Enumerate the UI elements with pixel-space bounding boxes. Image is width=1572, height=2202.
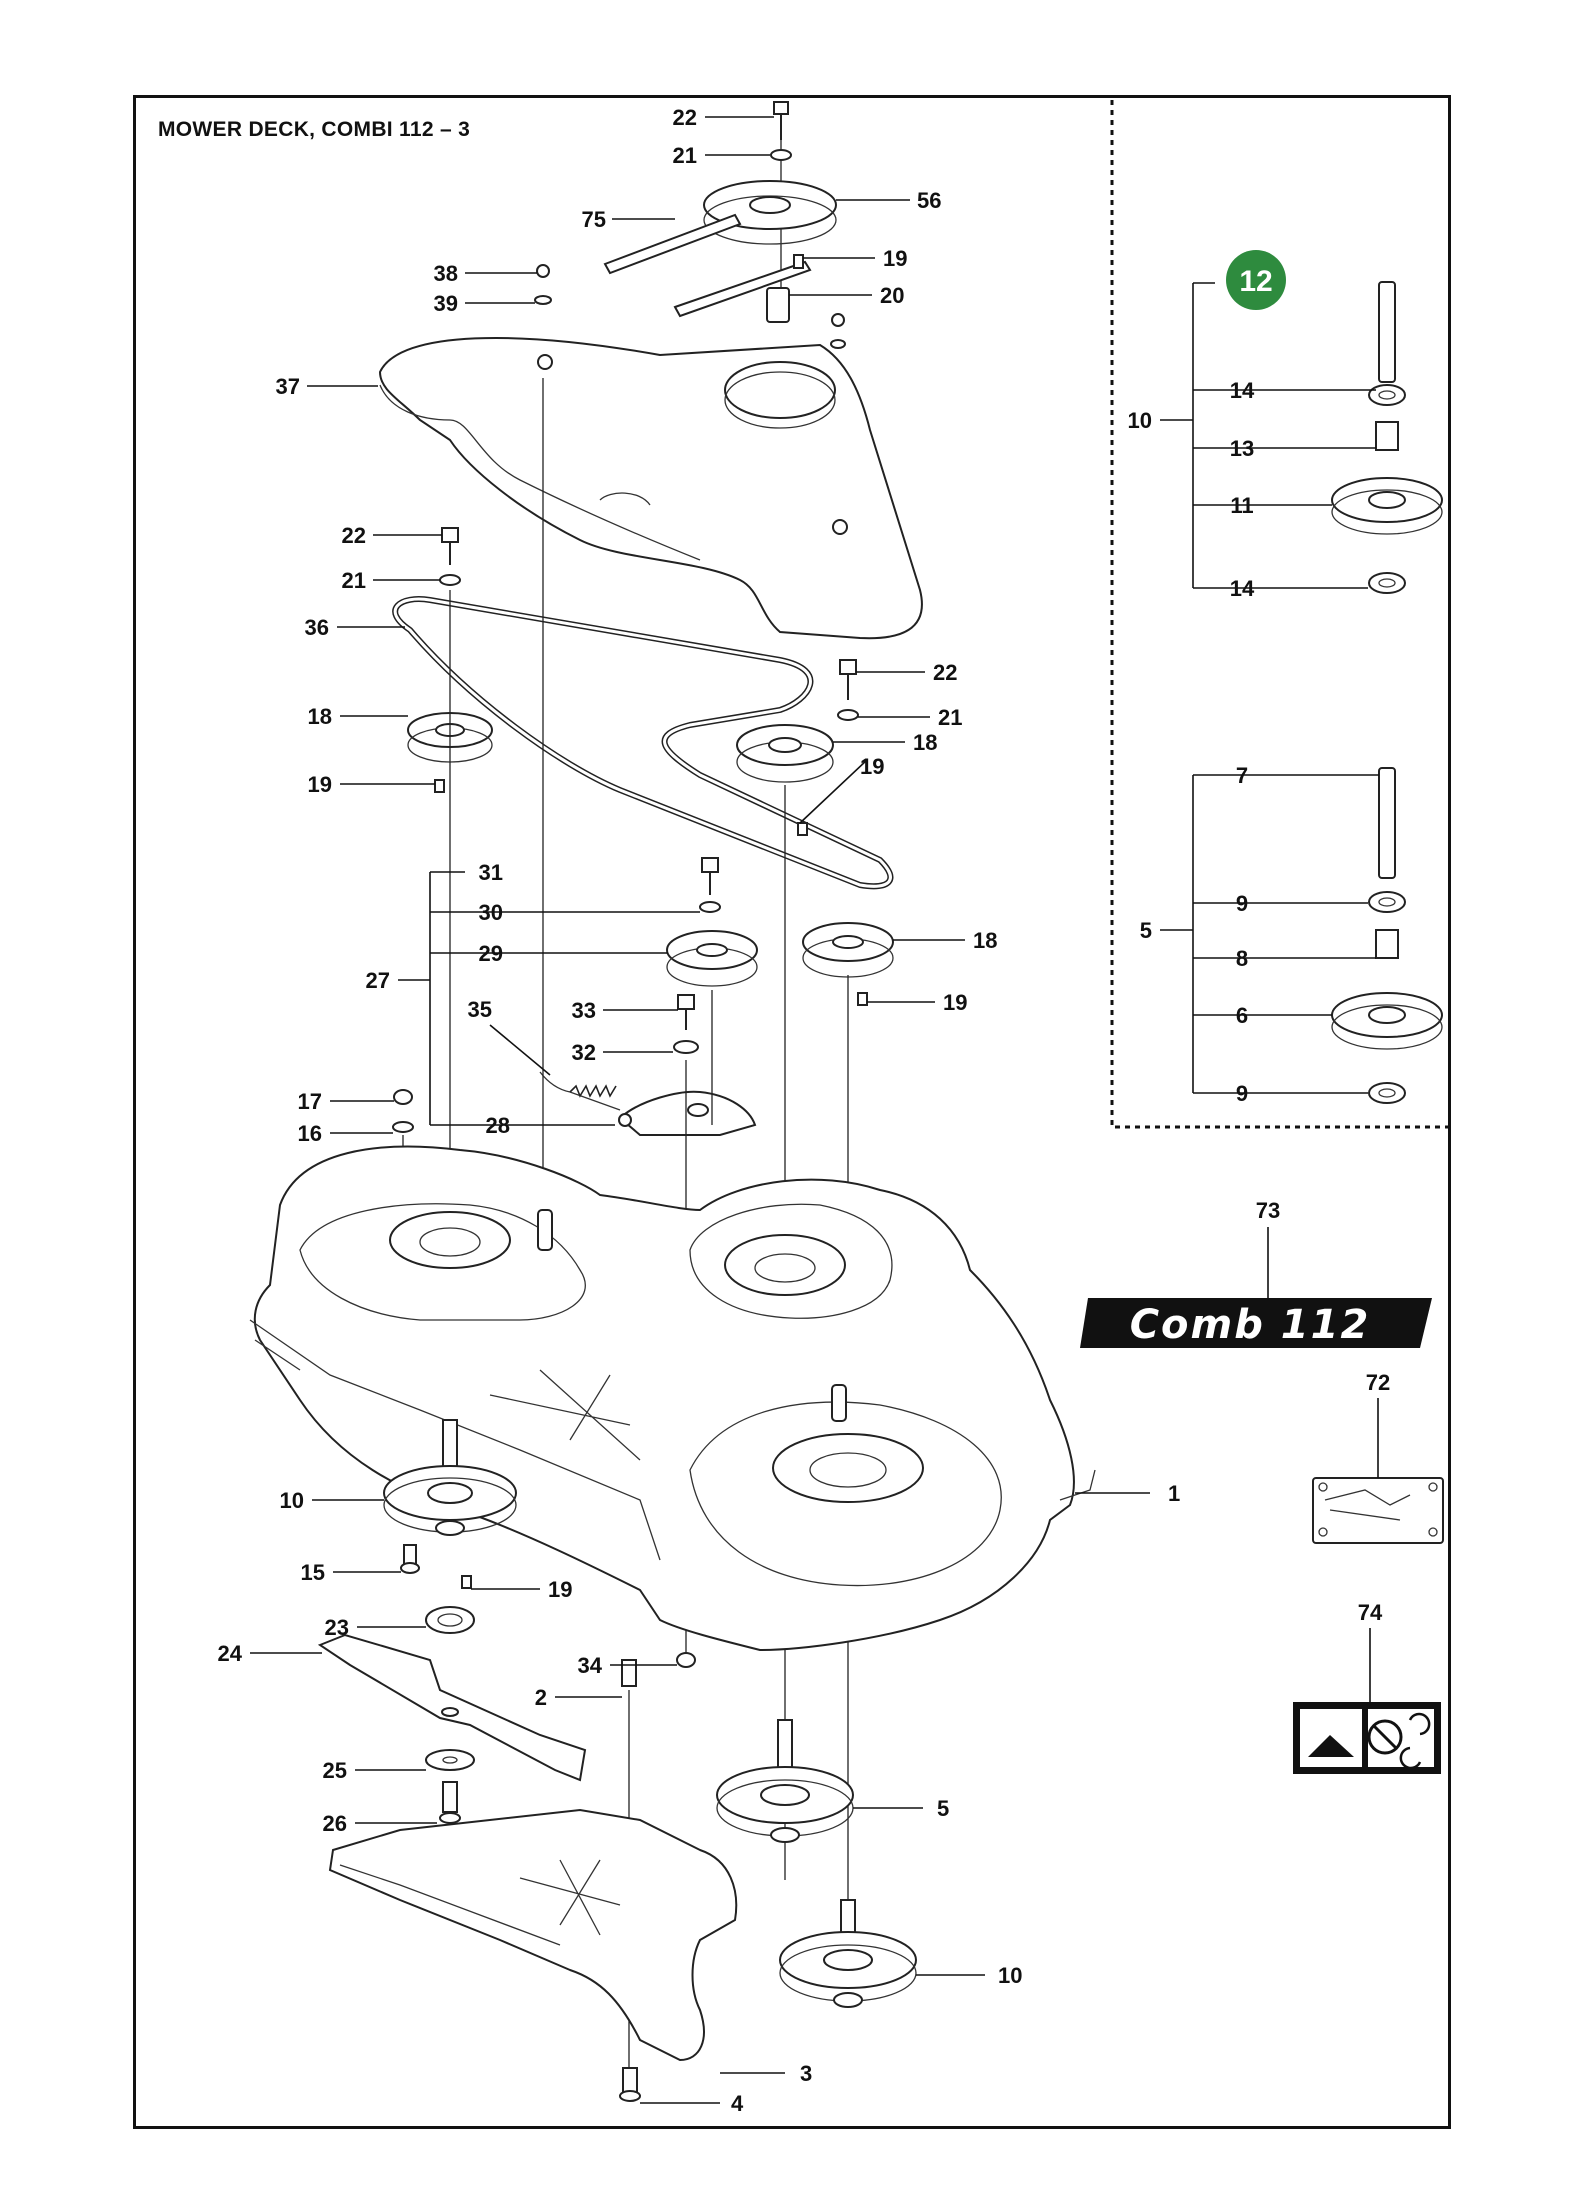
- callout-18: 18: [913, 730, 937, 755]
- callout-38: 38: [434, 261, 458, 286]
- callout-6: 6: [1236, 1003, 1248, 1028]
- callout-25: 25: [323, 1758, 347, 1783]
- callout-14: 14: [1230, 378, 1255, 403]
- callout-22: 22: [342, 523, 366, 548]
- bolt-4: [622, 2067, 638, 2093]
- callout-37: 37: [276, 374, 300, 399]
- callout-5: 5: [937, 1796, 949, 1821]
- callout-19: 19: [308, 772, 332, 797]
- callout-32: 32: [572, 1040, 596, 1065]
- callout-75: 75: [582, 207, 606, 232]
- callout-15: 15: [301, 1560, 325, 1585]
- callout-22: 22: [673, 105, 697, 130]
- inset-spindle-5: [1331, 767, 1443, 1104]
- right-spindle-group: [779, 1899, 917, 2008]
- highlight-badge-12: [1226, 250, 1286, 310]
- callout-14: 14: [1230, 576, 1255, 601]
- tensioner-group: [539, 857, 758, 1660]
- spindle-inset-border: [1110, 100, 1450, 1129]
- callout-73: 73: [1256, 1198, 1280, 1223]
- nut-34: [676, 1652, 696, 1668]
- callout-18: 18: [973, 928, 997, 953]
- center-spindle-group: [716, 1719, 854, 1843]
- callout-1: 1: [1168, 1481, 1180, 1506]
- callout-19: 19: [548, 1577, 572, 1602]
- right-pulley-group: [802, 922, 894, 1900]
- callout-19: 19: [883, 246, 907, 271]
- callout-10: 10: [1128, 408, 1152, 433]
- callout-4: 4: [731, 2091, 744, 2116]
- callout-21: 21: [342, 568, 366, 593]
- left-spindle-group: [317, 1419, 587, 1824]
- callout-19: 19: [860, 754, 884, 779]
- callout-34: 34: [578, 1653, 603, 1678]
- callout-72: 72: [1366, 1370, 1390, 1395]
- callout-19: 19: [943, 990, 967, 1015]
- callout-27: 27: [366, 968, 390, 993]
- callout-21: 21: [673, 143, 697, 168]
- callout-28: 28: [486, 1113, 510, 1138]
- callout-30: 30: [479, 900, 503, 925]
- callout-36: 36: [305, 615, 329, 640]
- callout-20: 20: [880, 283, 904, 308]
- leader-lines: [250, 116, 1379, 2104]
- callout-31: 31: [479, 860, 503, 885]
- callout-9: 9: [1236, 1081, 1248, 1106]
- highlight-badge-label: 12: [1239, 265, 1272, 298]
- callout-3: 3: [800, 2061, 812, 2086]
- callout-7: 7: [1236, 763, 1248, 788]
- callout-35: 35: [468, 997, 492, 1022]
- callout-2: 2: [535, 1685, 547, 1710]
- callout-24: 24: [218, 1641, 243, 1666]
- top-pulley-group: [378, 101, 923, 640]
- assembly-brackets: [398, 282, 1379, 1126]
- callout-5: 5: [1140, 918, 1152, 943]
- callout-21: 21: [938, 705, 962, 730]
- spacer-2: [621, 1659, 637, 1687]
- callout-13: 13: [1230, 436, 1254, 461]
- callout-26: 26: [323, 1811, 347, 1836]
- callout-labels: 22 21 75 56 19 38 39 20 37 22 21 36 22 2…: [218, 105, 1391, 2116]
- decal-74: [1293, 1702, 1441, 1774]
- callout-11: 11: [1230, 493, 1253, 518]
- callout-10: 10: [280, 1488, 304, 1513]
- callout-56: 56: [917, 188, 941, 213]
- decal-72: [1312, 1477, 1444, 1544]
- callout-22: 22: [933, 660, 957, 685]
- inset-spindle-10: [1331, 281, 1443, 594]
- callout-10: 10: [998, 1963, 1022, 1988]
- callout-9: 9: [1236, 891, 1248, 916]
- callout-23: 23: [325, 1615, 349, 1640]
- callout-17: 17: [298, 1089, 322, 1114]
- diagram-frame: [133, 95, 1451, 2129]
- callout-39: 39: [434, 291, 458, 316]
- callout-33: 33: [572, 998, 596, 1023]
- decal-73: Comb 112: [1080, 1298, 1432, 1348]
- callout-18: 18: [308, 704, 332, 729]
- callout-16: 16: [298, 1121, 322, 1146]
- page-title: MOWER DECK, COMBI 112 – 3: [158, 118, 471, 141]
- callout-8: 8: [1236, 946, 1248, 971]
- callout-74: 74: [1358, 1600, 1383, 1625]
- callout-29: 29: [479, 941, 503, 966]
- mower-deck: [249, 1145, 1096, 1652]
- decal-73-text: Comb 112: [1130, 1302, 1371, 1348]
- skid-plate: [328, 1808, 738, 2062]
